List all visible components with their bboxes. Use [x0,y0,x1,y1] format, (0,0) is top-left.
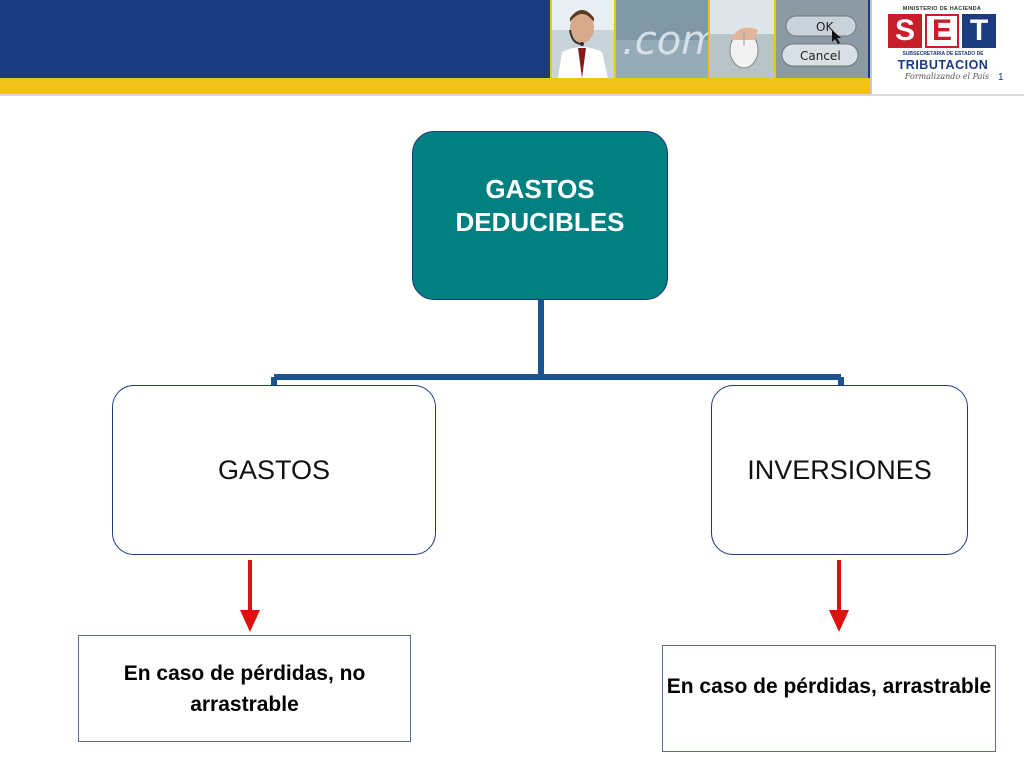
ok-button-label: OK [816,20,834,34]
slide-number: 1 [998,72,1004,83]
root-node-gastos-deducibles: GASTOS DEDUCIBLES [412,131,668,300]
logo-letters: S E T [888,14,996,48]
child-node-label: GASTOS [217,454,331,485]
child-node-gastos: GASTOS [112,385,436,555]
root-node-label: GASTOS DEDUCIBLES [455,173,625,237]
logo-ministry-text: MINISTERIO DE HACIENDA [902,6,982,12]
logo-slogan: Formalizando el País [904,72,990,81]
note-gastos: En caso de pérdidas, no arrastrable [78,635,411,742]
computer-mouse-photo [708,0,774,78]
child-node-inversiones: INVERSIONES [711,385,968,555]
dotcom-photo: .com [614,0,708,78]
note-text: En caso de pérdidas, arrastrable [666,675,992,698]
right-down-arrow [829,560,849,632]
logo-letter-e: E [925,14,959,48]
root-to-children-connector [271,300,844,388]
ok-cancel-buttons-photo: OK Cancel [774,0,868,78]
left-down-arrow [240,560,260,632]
cancel-button-label: Cancel [800,49,841,63]
logo-subtitle: SUBSECRETARIA DE ESTADO DE [902,51,984,57]
note-text: En caso de pérdidas, no arrastrable [123,662,366,716]
logo-letter-s: S [888,14,922,48]
logo-letter-t: T [962,14,996,48]
header-divider [0,94,1024,96]
dotcom-text: .com [622,18,708,64]
set-logo: MINISTERIO DE HACIENDA S E T SUBSECRETAR… [870,0,1024,94]
header-accent-stripe [0,78,1024,94]
logo-name: TRIBUTACION [897,58,989,72]
child-node-label: INVERSIONES [747,454,932,485]
note-inversiones: En caso de pérdidas, arrastrable [662,645,996,752]
call-center-photo [550,0,614,78]
